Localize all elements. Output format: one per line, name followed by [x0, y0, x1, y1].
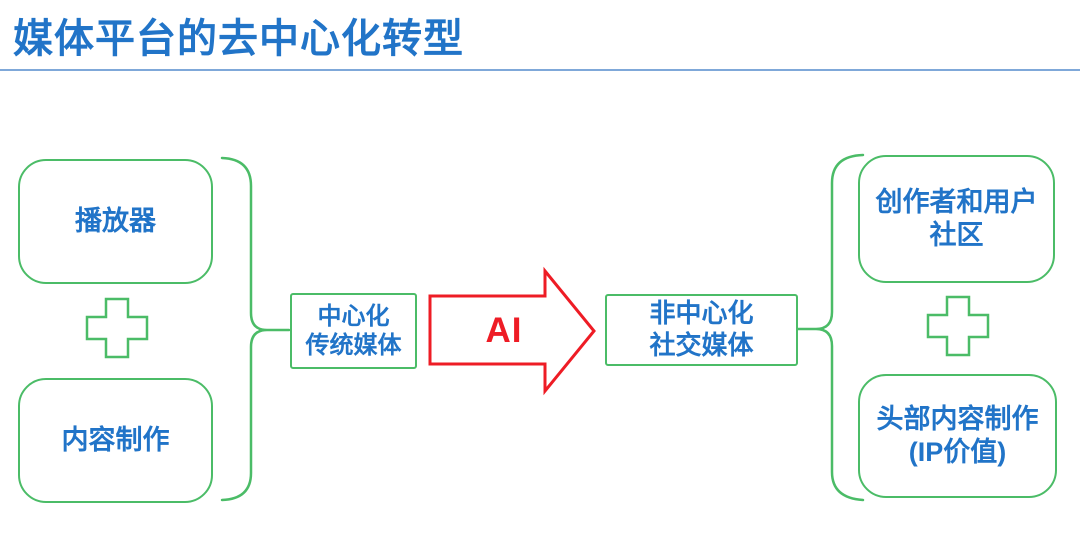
top-content-ip-value-box: 头部内容制作 (IP价值) — [858, 374, 1057, 498]
ai-arrow — [428, 266, 596, 396]
plus-icon — [926, 295, 990, 357]
creator-user-community-box: 创作者和用户 社区 — [858, 155, 1055, 283]
left-facing-brace — [796, 153, 865, 502]
title-divider-line — [0, 69, 1080, 71]
page-title: 媒体平台的去中心化转型 — [13, 17, 464, 61]
right-facing-brace — [220, 156, 291, 502]
centralized-traditional-media-box: 中心化 传统媒体 — [290, 293, 417, 369]
decentralized-social-media-box: 非中心化 社交媒体 — [605, 294, 798, 366]
ai-arrow-label: AI — [485, 311, 523, 350]
plus-icon — [85, 297, 149, 359]
content-production-box: 内容制作 — [18, 378, 213, 503]
player-box: 播放器 — [18, 159, 213, 284]
